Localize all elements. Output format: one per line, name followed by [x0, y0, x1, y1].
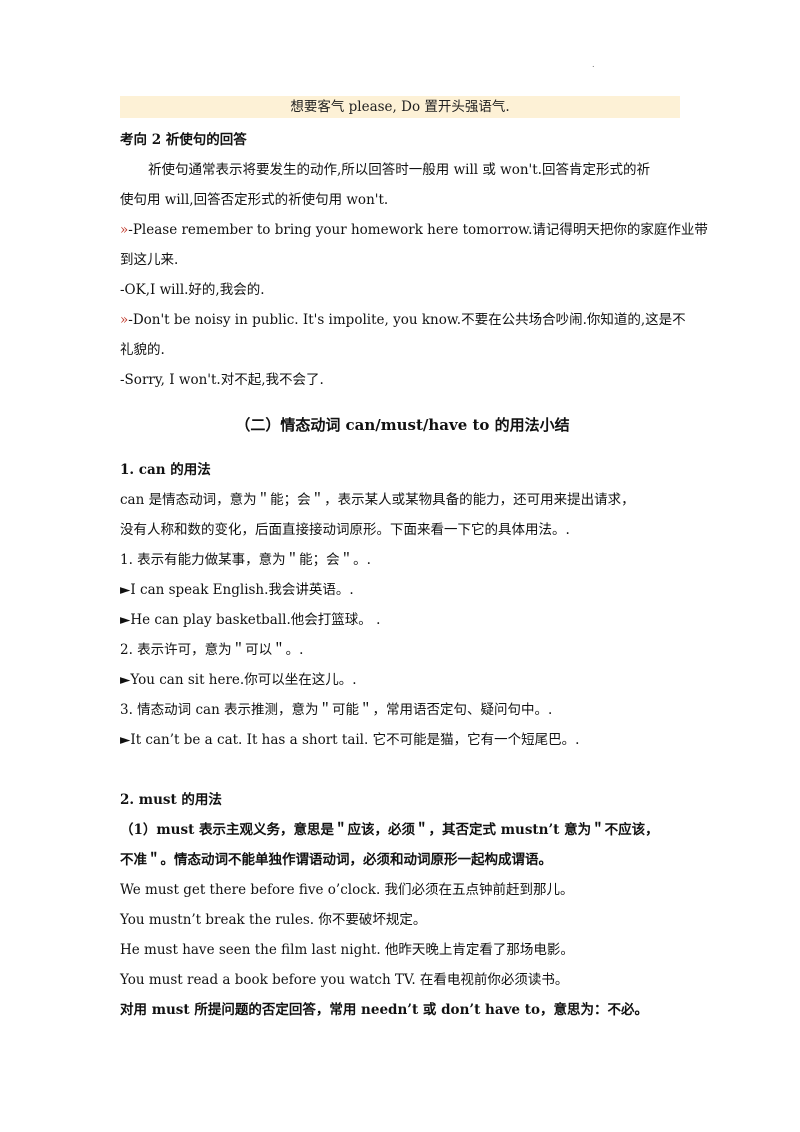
- paragraph-text: 使句用 will,回答否定形式的祈使句用 won't.: [120, 192, 389, 208]
- can-line: 1. 表示有能力做某事，意为＂能；会＂。.: [120, 545, 685, 575]
- paragraph-text: -Don't be noisy in public. It's impolite…: [128, 312, 686, 328]
- can-usage-section: 1. can 的用法 can 是情态动词，意为＂能；会＂，表示某人或某物具备的能力…: [120, 455, 685, 755]
- document-body: 考向 2 祈使句的回答祈使句通常表示将要发生的动作,所以回答时一般用 will …: [120, 125, 708, 1025]
- must-text: He must have seen the film last night. 他…: [120, 942, 574, 958]
- can-text: 2. 表示许可，意为＂可以＂。.: [120, 642, 304, 658]
- paragraph-line: 礼貌的.: [120, 335, 685, 365]
- paragraph-line: 祈使句通常表示将要发生的动作,所以回答时一般用 will 或 won't.回答肯…: [120, 155, 685, 185]
- must-line: （1）must 表示主观义务，意思是＂应该，必须＂，其否定式 mustn’t 意…: [120, 815, 685, 845]
- can-line: can 是情态动词，意为＂能；会＂，表示某人或某物具备的能力，还可用来提出请求，: [120, 485, 685, 515]
- must-text: We must get there before five o’clock. 我…: [120, 882, 574, 898]
- example-arrow-icon: »: [120, 222, 129, 238]
- must-line: 对用 must 所提问题的否定回答，常用 needn’t 或 don’t hav…: [120, 995, 685, 1025]
- must-line: We must get there before five o’clock. 我…: [120, 875, 685, 905]
- can-line: ►You can sit here.你可以坐在这儿。.: [120, 665, 685, 695]
- must-line: 不准＂。情态动词不能单独作谓语动词，必须和动词原形一起构成谓语。: [120, 845, 685, 875]
- must-text: 2. must 的用法: [120, 792, 222, 808]
- can-text: ►He can play basketball.他会打篮球。 .: [120, 612, 381, 628]
- can-line: 1. can 的用法: [120, 455, 685, 485]
- paragraph-text: 礼貌的.: [120, 342, 165, 358]
- can-text: ►It can’t be a cat. It has a short tail.…: [120, 732, 580, 748]
- can-line: ►It can’t be a cat. It has a short tail.…: [120, 725, 685, 755]
- must-text: （1）must 表示主观义务，意思是＂应该，必须＂，其否定式 mustn’t 意…: [120, 822, 659, 838]
- imperative-answer-section: 考向 2 祈使句的回答祈使句通常表示将要发生的动作,所以回答时一般用 will …: [120, 125, 708, 395]
- can-text: 1. 表示有能力做某事，意为＂能；会＂。.: [120, 552, 371, 568]
- paragraph-line: 到这儿来.: [120, 245, 685, 275]
- can-line: ►I can speak English.我会讲英语。.: [120, 575, 685, 605]
- paragraph-text: -OK,I will.好的,我会的.: [120, 282, 265, 298]
- paragraph-line: -Sorry, I won't.对不起,我不会了.: [120, 365, 685, 395]
- must-line: You mustn’t break the rules. 你不要破坏规定。: [120, 905, 685, 935]
- can-text: 没有人称和数的变化，后面直接接动词原形。下面来看一下它的具体用法。.: [120, 522, 570, 538]
- can-line: 3. 情态动词 can 表示推测，意为＂可能＂，常用语否定句、疑问句中。.: [120, 695, 685, 725]
- must-text: You mustn’t break the rules. 你不要破坏规定。: [120, 912, 427, 928]
- must-line: You must read a book before you watch TV…: [120, 965, 685, 995]
- must-text: 对用 must 所提问题的否定回答，常用 needn’t 或 don’t hav…: [120, 1002, 648, 1018]
- must-usage-section: 2. must 的用法 （1）must 表示主观义务，意思是＂应该，必须＂，其否定…: [120, 785, 685, 1025]
- must-line: 2. must 的用法: [120, 785, 685, 815]
- example-arrow-icon: »: [120, 312, 129, 328]
- must-text: You must read a book before you watch TV…: [120, 972, 569, 988]
- paragraph-line: »-Don't be noisy in public. It's impolit…: [120, 305, 686, 335]
- can-text: 1. can 的用法: [120, 462, 211, 478]
- must-line: He must have seen the film last night. 他…: [120, 935, 685, 965]
- corner-mark: .: [592, 60, 595, 69]
- paragraph-text: -Please remember to bring your homework …: [128, 222, 708, 238]
- highlight-banner: 想要客气 please, Do 置开头强语气.: [120, 96, 680, 118]
- must-text: 不准＂。情态动词不能单独作谓语动词，必须和动词原形一起构成谓语。: [120, 852, 552, 868]
- paragraph-text: -Sorry, I won't.对不起,我不会了.: [120, 372, 324, 388]
- can-text: 3. 情态动词 can 表示推测，意为＂可能＂，常用语否定句、疑问句中。.: [120, 702, 553, 718]
- can-line: ►He can play basketball.他会打篮球。 .: [120, 605, 685, 635]
- can-line: 没有人称和数的变化，后面直接接动词原形。下面来看一下它的具体用法。.: [120, 515, 685, 545]
- paragraph-text: 祈使句通常表示将要发生的动作,所以回答时一般用 will 或 won't.回答肯…: [148, 162, 650, 178]
- paragraph-text: 考向 2 祈使句的回答: [120, 132, 247, 148]
- paragraph-line: -OK,I will.好的,我会的.: [120, 275, 685, 305]
- can-text: can 是情态动词，意为＂能；会＂，表示某人或某物具备的能力，还可用来提出请求，: [120, 492, 635, 508]
- paragraph-line: 使句用 will,回答否定形式的祈使句用 won't.: [120, 185, 685, 215]
- paragraph-line: 考向 2 祈使句的回答: [120, 125, 685, 155]
- section-title: （二）情态动词 can/must/have to 的用法小结: [235, 416, 570, 434]
- paragraph-text: 到这儿来.: [120, 252, 179, 268]
- paragraph-line: »-Please remember to bring your homework…: [120, 215, 708, 245]
- can-text: ►I can speak English.我会讲英语。.: [120, 582, 354, 598]
- can-text: ►You can sit here.你可以坐在这儿。.: [120, 672, 357, 688]
- can-line: 2. 表示许可，意为＂可以＂。.: [120, 635, 685, 665]
